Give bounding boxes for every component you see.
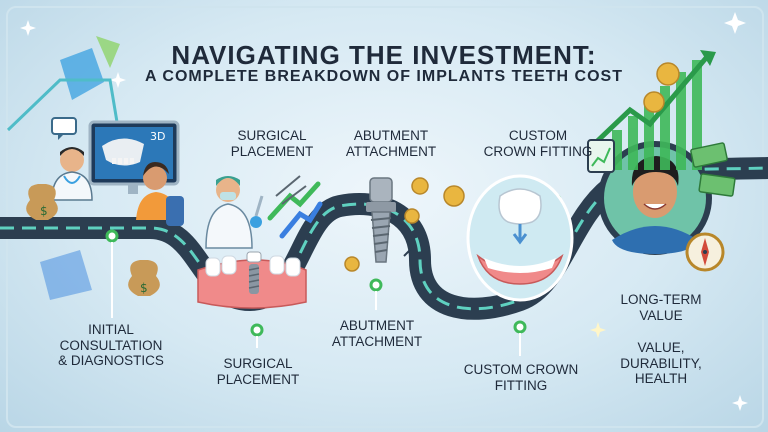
stat-screen [587, 139, 615, 173]
label-crown-bottom: CUSTOM CROWN FITTING [456, 362, 586, 393]
label-longterm-value: LONG-TERM VALUE [606, 292, 716, 323]
decor-polygon-2 [96, 36, 120, 68]
connector-lines [111, 242, 521, 356]
label-line: CROWN FITTING [483, 143, 593, 159]
label-line: & DIAGNOSTICS [58, 353, 164, 369]
money-bag-icon: $ [26, 184, 58, 220]
abutment-implant [366, 177, 396, 263]
label-line: ATTACHMENT [345, 143, 437, 159]
growth-arrow-icon [587, 55, 709, 151]
label-value-durability-health: VALUE, DURABILITY, HEALTH [606, 340, 716, 387]
label-line: ABUTMENT [353, 128, 429, 143]
decor-polygon-3 [40, 250, 92, 300]
dentist-figure [51, 147, 93, 201]
gum-teeth-model [197, 251, 307, 309]
label-initial-consultation: INITIAL CONSULTATION & DIAGNOSTICS [36, 322, 186, 369]
label-line: DURABILITY, [620, 355, 702, 371]
label-line: SURGICAL [237, 128, 307, 143]
label-line: PLACEMENT [230, 143, 314, 159]
label-line: ABUTMENT [339, 318, 415, 333]
crown-fitting-scene [466, 174, 574, 302]
label-line: CUSTOM [508, 128, 568, 143]
label-surgical-bottom: SURGICAL PLACEMENT [208, 356, 308, 387]
label-line: CUSTOM CROWN [463, 362, 579, 377]
label-line: PLACEMENT [216, 371, 300, 387]
monitor-3d-text: 3D [150, 130, 165, 143]
arrow-icon [403, 245, 415, 257]
label-line: INITIAL [88, 322, 134, 337]
dental-tools-icon [275, 175, 307, 205]
growth-bar-chart [612, 60, 702, 170]
label-line: CONSULTATION [59, 337, 163, 353]
svg-text:$: $ [40, 204, 48, 218]
label-line: LONG-TERM [620, 292, 702, 307]
label-abutment-top: ABUTMENT ATTACHMENT [336, 128, 446, 159]
page-title: NAVIGATING THE INVESTMENT: [171, 40, 597, 70]
dollar-bill-icon [690, 142, 736, 197]
money-bag-icon: $ [128, 260, 160, 296]
label-surgical-top: SURGICAL PLACEMENT [222, 128, 322, 159]
label-line: ATTACHMENT [331, 333, 423, 349]
label-abutment-bottom: ABUTMENT ATTACHMENT [322, 318, 432, 349]
compass-icon [685, 232, 725, 272]
svg-text:$: $ [140, 281, 148, 295]
growth-arrow-icon [267, 181, 323, 239]
coin-icon [643, 62, 680, 113]
decor-polygon [60, 48, 104, 100]
label-crown-top: CUSTOM CROWN FITTING [474, 128, 602, 159]
coin-icon [344, 177, 465, 272]
label-line: VALUE [639, 307, 683, 323]
label-line: SURGICAL [223, 356, 293, 371]
patient-figure [136, 162, 184, 226]
label-line: VALUE, [637, 340, 685, 355]
speech-bubble-icon [51, 117, 77, 140]
arrow-head [700, 50, 716, 66]
label-line: FITTING [494, 377, 548, 393]
label-line: HEALTH [634, 371, 688, 387]
page-subtitle: A COMPLETE BREAKDOWN OF IMPLANTS TEETH C… [145, 68, 623, 85]
surgeon-figure [205, 176, 264, 249]
house-outline [6, 78, 122, 141]
